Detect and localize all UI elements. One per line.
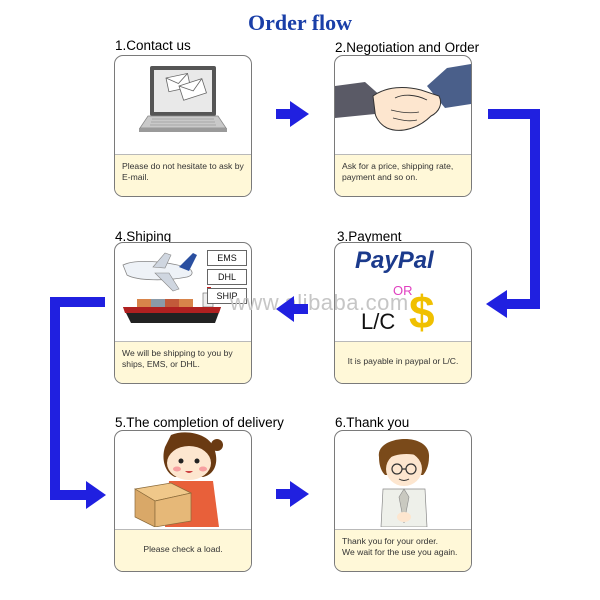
step-4-card: EMS DHL SHIP We will be shipping to you … — [114, 242, 252, 384]
step-1-note: Please do not hesitate to ask by E-mail. — [115, 154, 251, 196]
arrow-step3-to-step4 — [276, 296, 308, 322]
arrow-step5-to-step6 — [276, 481, 309, 507]
step-2-label: 2.Negotiation and Order — [335, 40, 480, 55]
step-5-label: 5.The completion of delivery — [115, 415, 284, 430]
step-5-card: Please check a load. — [114, 430, 252, 572]
ship-icon — [123, 287, 221, 323]
step-6-label: 6.Thank you — [335, 415, 410, 430]
airplane-icon — [122, 252, 197, 292]
ship-tag: SHIP — [207, 288, 247, 304]
step-2-note: Ask for a price, shipping rate, payment … — [335, 154, 471, 196]
step-5-note: Please check a load. — [115, 529, 251, 571]
ems-tag: EMS — [207, 250, 247, 266]
step-3-note: It is payable in paypal or L/C. — [335, 341, 471, 383]
paypal-logo: PayPal — [355, 247, 434, 274]
or-text: OR — [393, 283, 413, 298]
step-2-card: Ask for a price, shipping rate, payment … — [334, 55, 472, 197]
step-6-note: Thank you for your order. We wait for th… — [335, 529, 471, 571]
girl-with-box-icon — [134, 432, 223, 527]
dhl-tag: DHL — [207, 269, 247, 285]
step-1-label: 1.Contact us — [115, 38, 191, 53]
arrow-step4-to-step5 — [50, 297, 106, 509]
arrow-step2-to-step3 — [486, 109, 540, 318]
step-1-card: Please do not hesitate to ask by E-mail. — [114, 55, 252, 197]
handshake-icon — [335, 64, 471, 131]
arrow-step1-to-step2 — [276, 101, 309, 127]
lc-text: L/C — [361, 309, 396, 334]
watermark: www.alibaba.com — [230, 290, 409, 315]
step-3-card: PayPal OR L/C $ It is payable in paypal … — [334, 242, 472, 384]
payment-graphic: PayPal OR L/C $ — [335, 243, 471, 339]
step-3-label: 3.Payment — [337, 229, 402, 244]
step-6-card: Thank you for your order. We wait for th… — [334, 430, 472, 572]
dollar-icon: $ — [409, 286, 435, 338]
shipping-graphic — [122, 252, 221, 323]
step-4-note: We will be shipping to you by ships, EMS… — [115, 341, 251, 383]
laptop-email-icon — [139, 66, 227, 132]
page-title: Order flow — [247, 10, 353, 35]
bowing-man-icon — [378, 438, 430, 527]
step-4-label: 4.Shiping — [115, 229, 172, 244]
